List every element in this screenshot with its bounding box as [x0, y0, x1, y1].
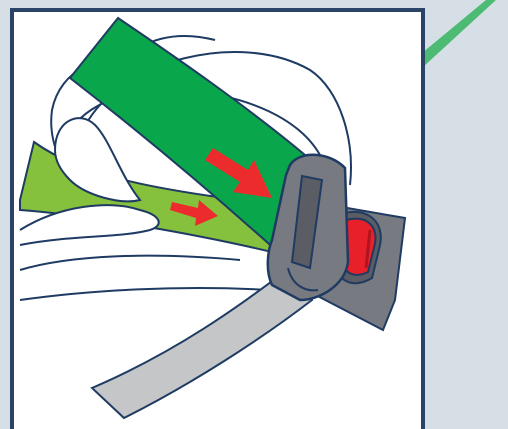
seatbelt-illustration: [0, 0, 508, 429]
seatbelt-diagram: [0, 0, 508, 429]
